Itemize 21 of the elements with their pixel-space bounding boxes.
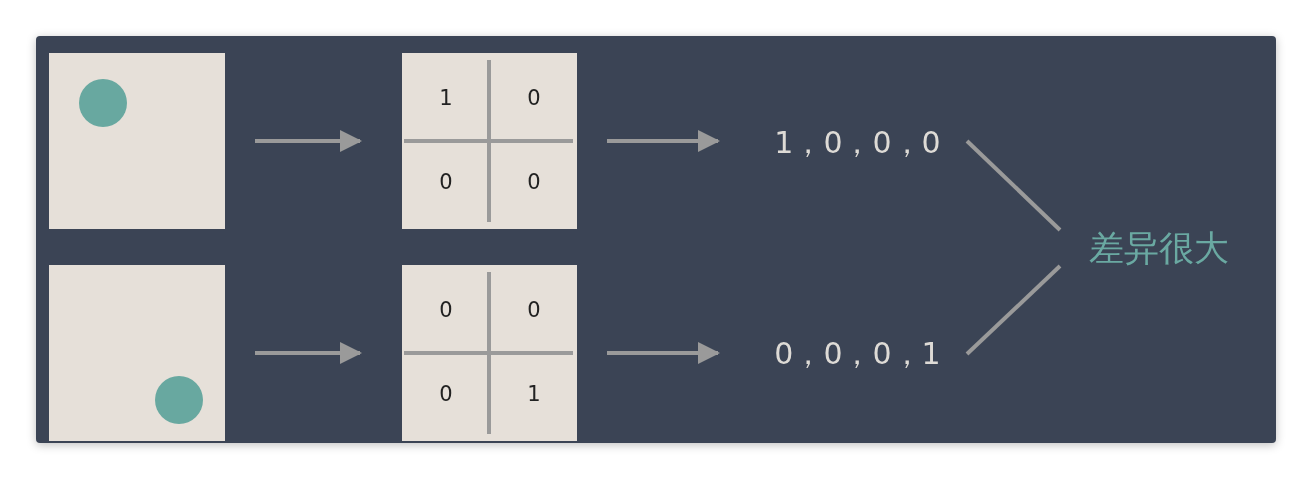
arrow (255, 342, 362, 364)
grid-panel (402, 53, 577, 229)
grid-panel (402, 265, 577, 441)
cell-value: 0 (438, 381, 454, 408)
result-label: 差异很大 (1089, 226, 1229, 270)
cell-value: 0 (526, 297, 542, 324)
vector-text: 0，0，0，1 (774, 334, 941, 373)
connector-line (965, 139, 1062, 232)
cell-value: 0 (526, 169, 542, 196)
cell-value: 0 (438, 297, 454, 324)
cell-value: 0 (526, 85, 542, 112)
image-panel (49, 53, 225, 229)
vector-text: 1，0，0，0 (774, 123, 941, 162)
cell-value: 1 (438, 85, 454, 112)
arrow (607, 130, 720, 152)
arrow (255, 130, 362, 152)
cell-value: 0 (438, 169, 454, 196)
image-panel (49, 265, 225, 441)
cell-value: 1 (526, 381, 542, 408)
connector-line (965, 264, 1062, 356)
arrow (607, 342, 720, 364)
